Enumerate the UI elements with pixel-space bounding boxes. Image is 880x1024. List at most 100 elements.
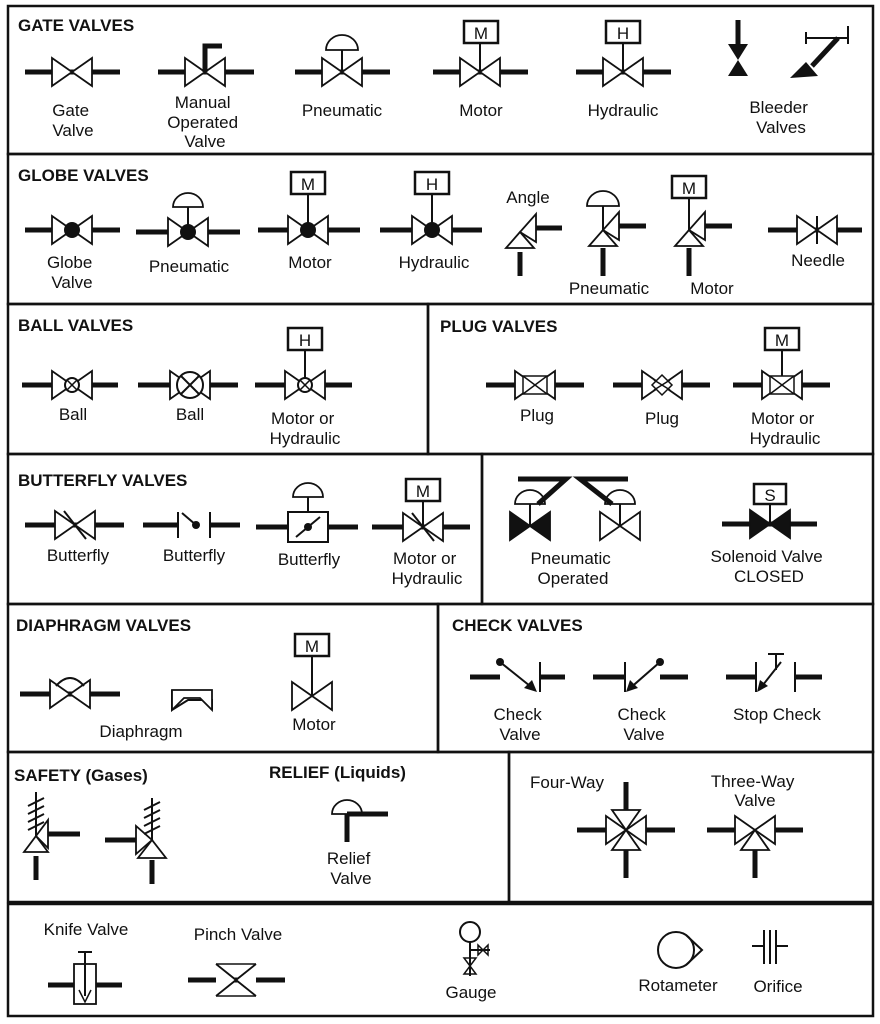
label-bleeder: Bleeder Valves (749, 98, 812, 137)
ball-valve-large-icon (138, 369, 238, 401)
label-gauge: Gauge (445, 983, 496, 1002)
svg-text:H: H (299, 331, 311, 350)
section-title-plug: PLUG VALVES (440, 317, 557, 336)
angle-motor-valve-icon: M (670, 174, 732, 276)
label-butterfly-3: Butterfly (278, 550, 341, 569)
pneumatic-operated-valve-icon (509, 476, 641, 542)
needle-valve-icon (768, 214, 862, 246)
label-angle-motor: Motor (690, 279, 734, 298)
section-frames (6, 4, 875, 1018)
solenoid-valve-icon: S (722, 482, 817, 540)
label-butterfly-motor: Motor or Hydraulic (392, 549, 463, 588)
label-diaphragm-motor: Motor (292, 715, 336, 734)
stop-check-valve-icon (726, 653, 822, 692)
butterfly-motor-valve-icon: M (372, 477, 470, 543)
globe-motor-valve-icon: M (258, 170, 360, 246)
label-plug-motor: Motor or Hydraulic (750, 409, 821, 448)
section-title-safety: SAFETY (Gases) (14, 766, 148, 785)
manual-operated-valve-icon (158, 43, 254, 88)
label-butterfly-2: Butterfly (163, 546, 226, 565)
label-plug-2: Plug (645, 409, 679, 428)
svg-text:H: H (617, 24, 629, 43)
label-check-valve-2: Check Valve (618, 705, 671, 744)
label-relief-valve: Relief Valve (327, 849, 375, 888)
label-needle: Needle (791, 251, 845, 270)
label-globe-motor: Motor (288, 253, 332, 272)
diaphragm-valve-icon (20, 677, 120, 710)
svg-text:M: M (474, 24, 488, 43)
angle-valve-icon (504, 211, 562, 276)
svg-text:M: M (305, 637, 319, 656)
plug-motor-valve-icon: M (733, 326, 830, 401)
label-four-way: Four-Way (530, 773, 604, 792)
label-ball-2: Ball (176, 405, 204, 424)
globe-hydraulic-valve-icon: H (380, 170, 482, 246)
safety-valve-icon (22, 792, 80, 880)
label-rotameter: Rotameter (638, 976, 718, 995)
section-title-check: CHECK VALVES (452, 616, 583, 635)
label-angle-pneumatic: Pneumatic (569, 279, 650, 298)
gate-pneumatic-valve-icon (295, 34, 390, 88)
label-solenoid: Solenoid Valve CLOSED (711, 547, 828, 586)
diaphragm-symbol-icon (171, 689, 213, 713)
three-way-valve-icon (707, 814, 803, 878)
label-globe-pneumatic: Pneumatic (149, 257, 230, 276)
section-title-diaphragm: DIAPHRAGM VALVES (16, 616, 191, 635)
ball-motor-valve-icon: H (255, 326, 352, 401)
gate-motor-valve-icon: M (433, 19, 528, 88)
label-gate-pneumatic: Pneumatic (302, 101, 383, 120)
label-ball-1: Ball (59, 405, 87, 424)
svg-text:H: H (426, 175, 438, 194)
knife-valve-icon (48, 951, 122, 1005)
gate-hydraulic-valve-icon: H (576, 19, 671, 88)
label-diaphragm: Diaphragm (99, 722, 182, 741)
label-ball-motor: Motor or Hydraulic (270, 409, 341, 448)
gate-valve-icon (25, 56, 120, 88)
bleeder-valve-icon (728, 20, 849, 78)
label-globe-hydraulic: Hydraulic (399, 253, 470, 272)
section-title-gate: GATE VALVES (18, 16, 134, 35)
svg-text:M: M (301, 175, 315, 194)
label-gate-motor: Motor (459, 101, 503, 120)
label-globe-valve: Globe Valve (47, 253, 97, 292)
label-gate-hydraulic: Hydraulic (588, 101, 659, 120)
safety-valve-alt-icon (105, 798, 168, 884)
label-pinch: Pinch Valve (194, 925, 283, 944)
label-plug-1: Plug (520, 406, 554, 425)
section-title-butterfly: BUTTERFLY VALVES (18, 471, 187, 490)
globe-valve-icon (25, 214, 120, 246)
butterfly-valve-alt-icon (143, 512, 240, 538)
svg-text:S: S (764, 486, 775, 505)
rotameter-icon (657, 931, 704, 969)
gauge-icon (459, 921, 490, 976)
section-title-relief: RELIEF (Liquids) (269, 763, 406, 782)
label-stop-check: Stop Check (733, 705, 821, 724)
svg-text:M: M (775, 331, 789, 350)
section-title-globe: GLOBE VALVES (18, 166, 149, 185)
angle-pneumatic-valve-icon (586, 190, 646, 276)
label-knife: Knife Valve (44, 920, 129, 939)
label-orifice: Orifice (753, 977, 802, 996)
section-title-ball: BALL VALVES (18, 316, 133, 335)
svg-text:M: M (682, 179, 696, 198)
label-manual-operated: Manual Operated Valve (167, 93, 243, 151)
relief-valve-icon (331, 799, 388, 842)
label-angle: Angle (506, 188, 549, 207)
plug-valve-icon (486, 369, 584, 401)
orifice-icon (752, 930, 788, 964)
label-butterfly-1: Butterfly (47, 546, 110, 565)
diaphragm-motor-valve-icon: M (291, 632, 333, 712)
label-gate-valve: Gate Valve (52, 101, 94, 140)
butterfly-pneumatic-valve-icon (256, 482, 358, 543)
ball-valve-icon (22, 369, 118, 401)
check-valve-alt-icon (593, 658, 688, 692)
check-valve-icon (470, 658, 565, 692)
four-way-valve-icon (577, 782, 675, 878)
globe-pneumatic-valve-icon (136, 192, 240, 248)
label-check-valve-1: Check Valve (494, 705, 547, 744)
butterfly-valve-icon (25, 509, 124, 541)
svg-text:M: M (416, 482, 430, 501)
label-pneumatic-operated: Pneumatic Operated (530, 549, 615, 588)
label-three-way: Three-Way Valve (711, 772, 799, 810)
